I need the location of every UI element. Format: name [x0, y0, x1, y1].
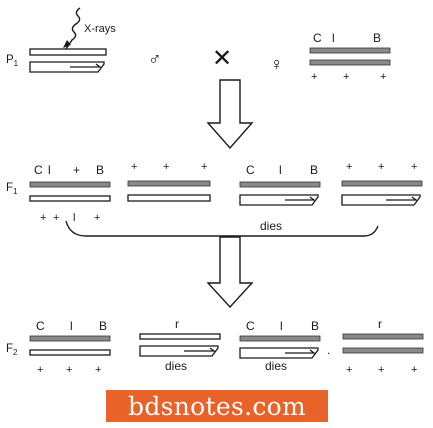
p1-female-marker-l: l — [332, 31, 335, 45]
f1-p3-marker-b: B — [310, 163, 318, 177]
p1-female-marker-c: C — [313, 31, 322, 45]
f1-p1-marker-c: C — [34, 163, 43, 177]
f1-p1-marker-plus: + — [73, 163, 80, 177]
p1-female-marker-b: B — [373, 31, 381, 45]
f2-pair4-chromosome-bottom — [342, 347, 424, 354]
f1-pair3-chromosome-bottom-inverted — [239, 194, 319, 206]
f2-pair2-chromosome-top — [139, 333, 221, 340]
f2-pair1-chromosome-top — [29, 335, 111, 342]
p1-female-chromosome-top — [309, 47, 391, 54]
down-arrow-f1-to-f2 — [206, 236, 254, 309]
f1-p4-plus-1: + — [346, 161, 352, 173]
p1-male-chromosome-top — [29, 48, 107, 56]
f2-p4-marker-r: r — [378, 317, 382, 331]
f2-p3-marker-l: l — [280, 319, 283, 333]
f1-pair4-chromosome-top — [341, 180, 423, 187]
p1-female-plus-3: + — [380, 71, 386, 83]
f2-p4-bottom-3: + — [411, 364, 417, 376]
f2-p1-marker-c: C — [36, 319, 45, 333]
f1-pair1-chromosome-bottom — [29, 195, 111, 202]
f1-label: F1 — [6, 182, 18, 196]
f2-pair3-chromosome-top — [239, 335, 321, 342]
xray-label: X-rays — [84, 23, 116, 35]
f2-p2-dies-label: dies — [165, 359, 187, 373]
f1-pair4-chromosome-bottom-inverted — [341, 194, 421, 206]
f1-p2-plus-1: + — [131, 161, 137, 173]
f2-p2-marker-r: r — [175, 317, 179, 331]
p1-male-chromosome-bottom-inverted — [29, 61, 105, 73]
f2-pair1-chromosome-bottom — [29, 349, 111, 356]
f1-p1-marker-l: l — [48, 163, 51, 177]
f1-p3-marker-l: l — [279, 163, 282, 177]
p1-female-plus-1: + — [311, 71, 317, 83]
female-symbol: ♀ — [270, 54, 284, 74]
f1-pair2-chromosome-bottom — [127, 194, 211, 202]
male-symbol: ♂ — [148, 49, 162, 69]
watermark-text: bdsnotes.com — [128, 391, 306, 421]
f1-p2-plus-3: + — [201, 161, 207, 173]
f2-p3-dies-label: dies — [265, 359, 287, 373]
f1-p4-plus-2: + — [378, 161, 384, 173]
f1-p1-marker-b: B — [96, 163, 104, 177]
f1-pair1-chromosome-top — [29, 181, 111, 188]
f1-p1-bottom-4: + — [94, 212, 100, 224]
f1-p1-bottom-3: l — [73, 212, 75, 224]
f2-pair2-chromosome-bottom-inverted — [139, 345, 219, 357]
f1-p4-plus-3: + — [411, 161, 417, 173]
f1-p1-bottom-2: + — [53, 212, 59, 224]
xray-arrowhead — [63, 40, 71, 48]
p1-female-chromosome-bottom — [309, 59, 391, 66]
f1-p2-plus-2: + — [163, 161, 169, 173]
f2-label: F2 — [6, 343, 18, 357]
f1-bracket — [65, 220, 379, 237]
f2-p3-marker-b: B — [311, 319, 319, 333]
f2-p4-bottom-1: + — [346, 364, 352, 376]
down-arrow-p1-to-f1 — [206, 79, 254, 150]
f2-p3-marker-c: C — [246, 319, 255, 333]
f1-p1-bottom-1: + — [40, 212, 46, 224]
f1-pair2-chromosome-top — [127, 180, 211, 187]
f1-p3-marker-c: C — [246, 163, 255, 177]
p1-female-plus-2: + — [343, 71, 349, 83]
f2-p1-bottom-3: + — [95, 364, 101, 376]
f2-pair3-chromosome-bottom-inverted — [239, 347, 319, 359]
cross-symbol: ✕ — [212, 45, 232, 72]
watermark-banner: bdsnotes.com — [106, 390, 328, 422]
f2-p1-bottom-2: + — [66, 364, 72, 376]
f2-p4-bottom-2: + — [378, 364, 384, 376]
f2-p1-bottom-1: + — [37, 364, 43, 376]
f2-p1-marker-l: l — [70, 319, 73, 333]
xray-wavy-arrow — [65, 7, 81, 50]
genetics-cross-diagram: P1 X-rays ♂ ✕ ♀ C l B + + + F1 C l + B +… — [6, 7, 424, 376]
f1-dies-label: dies — [260, 219, 282, 233]
f2-separator-dot: . — [327, 343, 330, 357]
f1-pair3-chromosome-top — [239, 181, 321, 188]
p1-label: P1 — [6, 54, 19, 68]
f2-pair4-chromosome-top — [342, 333, 424, 340]
f2-p1-marker-b: B — [99, 319, 107, 333]
